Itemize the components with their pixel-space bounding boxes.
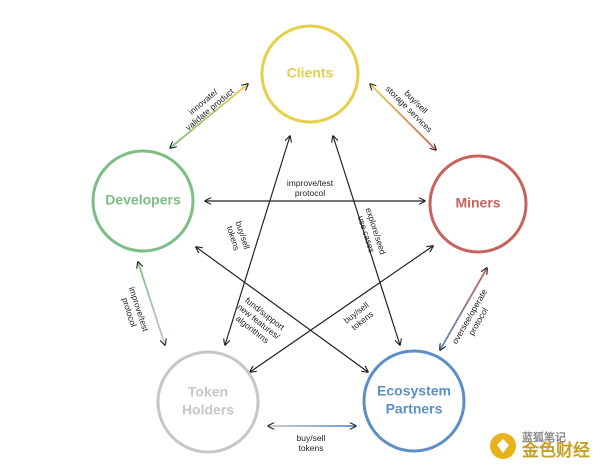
watermark-top-text: 蓝狐笔记 [522,430,566,444]
label-clients-holders: buy/sell tokens [225,220,252,252]
node-clients: Clients [260,24,360,124]
label-holders-ecosystem: buy/sell tokens [297,433,326,453]
node-miners: Miners [428,154,528,254]
edge-developers-clients [170,84,248,148]
svg-text:improve/test: improve/test [287,178,334,188]
edge-miners-ecosystem [440,268,487,350]
node-ecosystem-partners: Ecosystem Partners [362,349,466,453]
edge-miners-holders [250,246,433,372]
label-developers-miners: improve/test protocol [287,178,334,198]
node-developers-label: Developers [105,192,181,208]
node-token-holders-label-2: Holders [182,402,234,418]
node-token-holders: Token Holders [156,350,260,454]
node-ecosystem-label-2: Partners [386,401,443,417]
node-clients-label: Clients [287,65,334,81]
label-developers-holders: improve/test protocol [120,286,151,334]
label-clients-ecosystem: explore/seed use cases [356,206,389,256]
svg-text:tokens: tokens [298,443,323,453]
node-ecosystem-label-1: Ecosystem [377,383,451,399]
svg-text:protocol: protocol [295,188,325,198]
edge-developers-holders [138,262,165,345]
edge-clients-miners [370,84,436,150]
watermark-bottom-text: 金色财经 [522,441,590,462]
node-token-holders-label-1: Token [188,384,228,400]
node-developers: Developers [91,149,195,253]
node-miners-label: Miners [455,195,500,211]
watermark-logo-icon [490,433,516,460]
label-developers-clients: innovate/ validate product [183,86,236,133]
watermark: 蓝狐笔记 金色财经 [490,432,590,461]
svg-text:buy/sell: buy/sell [297,433,326,443]
